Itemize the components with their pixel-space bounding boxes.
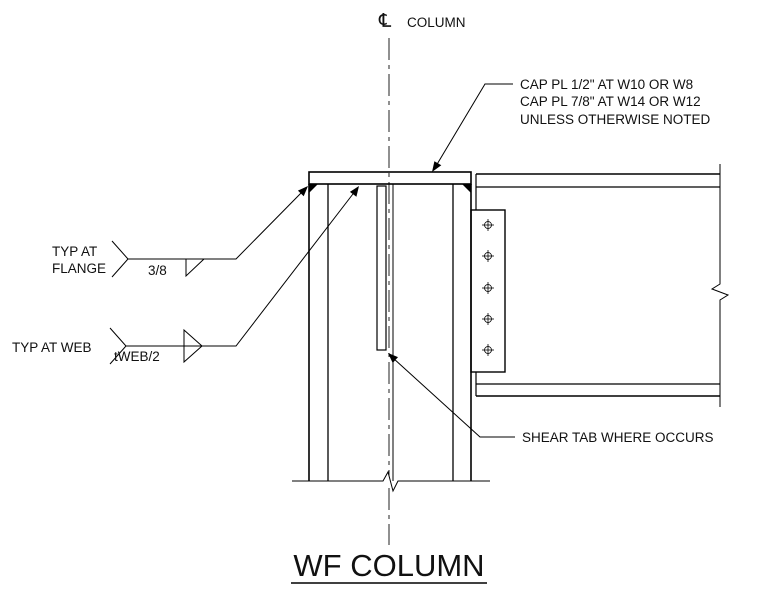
fillet-weld-symbol-both-sides bbox=[183, 328, 203, 364]
beam-break-line bbox=[710, 164, 730, 407]
bolt bbox=[482, 219, 494, 231]
drawing-title: WF COLUMN bbox=[293, 548, 484, 583]
leader-arrowhead bbox=[349, 186, 359, 197]
bolt bbox=[482, 250, 494, 262]
web-weld-callout: TYP AT WEB tWEB/2 bbox=[12, 186, 359, 365]
bolt bbox=[482, 282, 494, 294]
flange-weld-label-line-1: TYP AT bbox=[52, 244, 97, 259]
shear-tab bbox=[376, 185, 387, 351]
bolt-group bbox=[482, 219, 494, 356]
cap-plate-note-line-3: UNLESS OTHERWISE NOTED bbox=[520, 112, 711, 127]
column-break-line bbox=[292, 470, 490, 493]
shear-tab-note: SHEAR TAB WHERE OCCURS bbox=[522, 430, 714, 445]
web-weld-label: TYP AT WEB bbox=[12, 340, 92, 355]
cap-plate-note-line-1: CAP PL 1/2" AT W10 OR W8 bbox=[520, 77, 693, 92]
drawing-title-block: WF COLUMN bbox=[291, 548, 487, 584]
fillet-weld-symbol bbox=[185, 258, 205, 278]
flange-weld-callout: TYP AT FLANGE 3/8 bbox=[52, 186, 308, 278]
shear-tab-callout: SHEAR TAB WHERE OCCURS bbox=[388, 353, 714, 445]
web-weld-size: tWEB/2 bbox=[114, 349, 160, 364]
flange-weld-size: 3/8 bbox=[148, 263, 167, 278]
connection-plate bbox=[470, 209, 506, 373]
bolt bbox=[482, 313, 494, 325]
flange-weld-label-line-2: FLANGE bbox=[52, 261, 106, 276]
flange-weld-left bbox=[309, 184, 318, 193]
cap-plate-note-line-2: CAP PL 7/8" AT W14 OR W12 bbox=[520, 94, 701, 109]
cap-plate-leader bbox=[432, 83, 513, 172]
centerline-symbol: ℄ bbox=[378, 11, 392, 32]
leader-arrowhead bbox=[432, 161, 442, 172]
leader-arrowhead bbox=[388, 353, 398, 363]
bolt bbox=[482, 344, 494, 356]
flange-weld-right bbox=[462, 184, 471, 193]
cap-plate bbox=[308, 171, 472, 185]
cap-plate-note: CAP PL 1/2" AT W10 OR W8 CAP PL 7/8" AT … bbox=[520, 77, 711, 127]
column-section bbox=[292, 171, 490, 493]
beam-section bbox=[475, 164, 730, 407]
centerline-label: ℄ COLUMN bbox=[378, 11, 466, 32]
leader-arrowhead bbox=[297, 186, 308, 197]
centerline-label-text: COLUMN bbox=[407, 15, 466, 30]
